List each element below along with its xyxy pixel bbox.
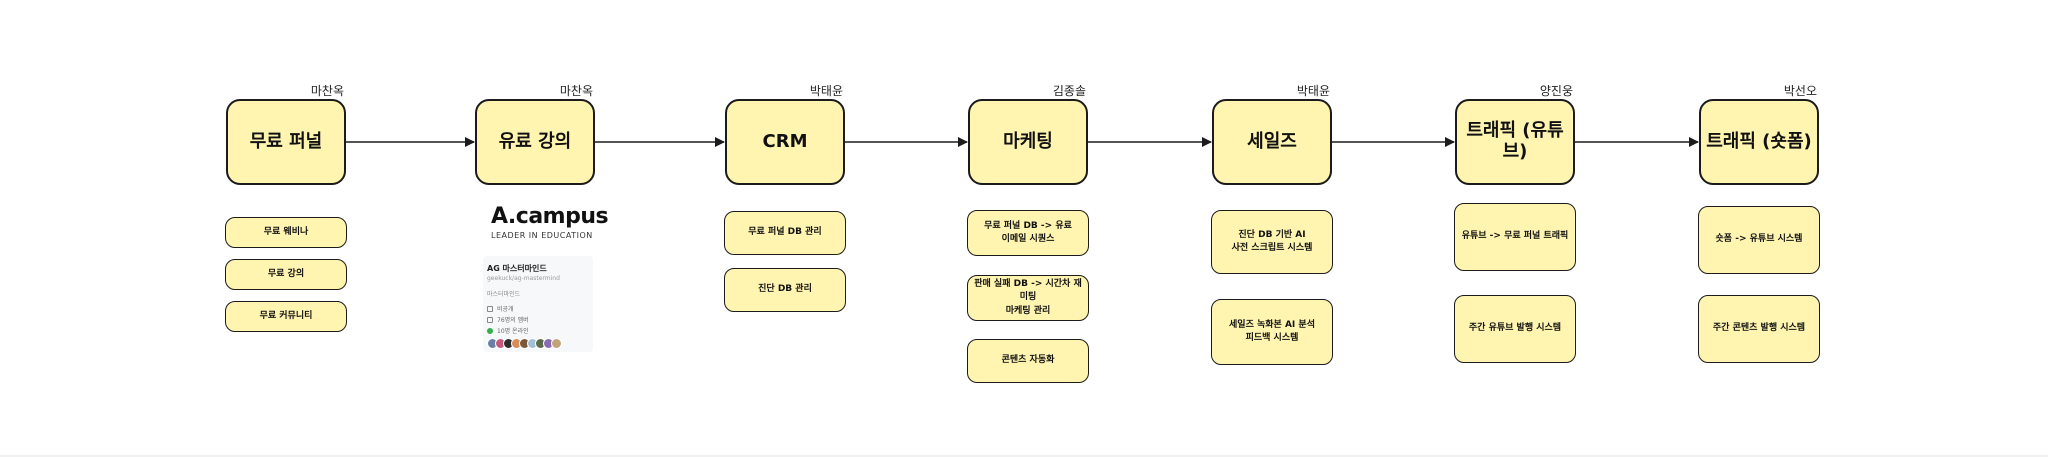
community-card: AG 마스터마인드 geekuck/ag-mastermind 마스터마인드 비… bbox=[483, 256, 593, 352]
canvas-bottom-edge bbox=[0, 455, 2048, 457]
community-members-row: 76명의 멤버 bbox=[487, 315, 529, 324]
stage-node-7: 트래픽 (숏폼) bbox=[1699, 99, 1819, 185]
campus-tagline: LEADER IN EDUCATION bbox=[491, 231, 593, 240]
community-online-label: 10명 온라인 bbox=[497, 328, 529, 335]
stage-owner-2: 마찬옥 bbox=[559, 84, 593, 98]
stage-owner-6: 양진웅 bbox=[1539, 84, 1573, 98]
stage-owner-4: 김종솔 bbox=[1052, 84, 1086, 98]
stage-node-3: CRM bbox=[725, 99, 845, 185]
campus-logo: A.campus LEADER IN EDUCATION bbox=[491, 204, 609, 241]
stage-owner-7: 박선오 bbox=[1783, 84, 1817, 98]
stage-node-2: 유료 강의 bbox=[475, 99, 595, 185]
community-card-description: 마스터마인드 bbox=[487, 291, 521, 298]
stage-7-task-1: 숏폼 -> 유튜브 시스템 bbox=[1698, 206, 1820, 274]
community-card-url: geekuck/ag-mastermind bbox=[487, 275, 560, 282]
community-privacy-row: 비공개 bbox=[487, 304, 514, 313]
stage-3-task-2: 진단 DB 관리 bbox=[724, 268, 846, 312]
member-avatar bbox=[551, 338, 562, 349]
stage-1-task-2: 무료 강의 bbox=[225, 259, 347, 290]
campus-logo-text: A.campus bbox=[491, 204, 609, 229]
member-avatars bbox=[487, 338, 562, 349]
stage-4-task-2: 판매 실패 DB -> 시간차 재미팅 마케팅 관리 bbox=[967, 275, 1089, 321]
stage-1-task-1: 무료 웨비나 bbox=[225, 217, 347, 248]
community-card-title: AG 마스터마인드 bbox=[487, 264, 547, 273]
stage-node-6: 트래픽 (유튜브) bbox=[1455, 99, 1575, 185]
stage-1-task-3: 무료 커뮤니티 bbox=[225, 301, 347, 332]
stage-owner-3: 박태윤 bbox=[809, 84, 843, 98]
stage-5-task-1: 진단 DB 기반 AI 사전 스크립트 시스템 bbox=[1211, 210, 1333, 274]
community-online-row: 10명 온라인 bbox=[487, 326, 529, 335]
stage-6-task-2: 주간 유튜브 발행 시스템 bbox=[1454, 295, 1576, 363]
stage-node-5: 세일즈 bbox=[1212, 99, 1332, 185]
stage-6-task-1: 유튜브 -> 무료 퍼널 트래픽 bbox=[1454, 203, 1576, 271]
stage-4-task-1: 무료 퍼널 DB -> 유료 이메일 시퀀스 bbox=[967, 210, 1089, 256]
stage-owner-5: 박태윤 bbox=[1296, 84, 1330, 98]
stage-4-task-3: 콘텐츠 자동화 bbox=[967, 339, 1089, 383]
stage-node-1: 무료 퍼널 bbox=[226, 99, 346, 185]
stage-3-task-1: 무료 퍼널 DB 관리 bbox=[724, 211, 846, 255]
stage-7-task-2: 주간 콘텐츠 발행 시스템 bbox=[1698, 295, 1820, 363]
stage-node-4: 마케팅 bbox=[968, 99, 1088, 185]
stage-owner-1: 마찬옥 bbox=[310, 84, 344, 98]
online-dot-icon bbox=[487, 327, 493, 334]
lock-icon bbox=[487, 305, 493, 312]
members-icon bbox=[487, 316, 493, 323]
community-members-label: 76명의 멤버 bbox=[497, 317, 529, 324]
community-privacy-label: 비공개 bbox=[497, 306, 514, 313]
stage-5-task-2: 세일즈 녹화본 AI 분석 피드백 시스템 bbox=[1211, 299, 1333, 365]
